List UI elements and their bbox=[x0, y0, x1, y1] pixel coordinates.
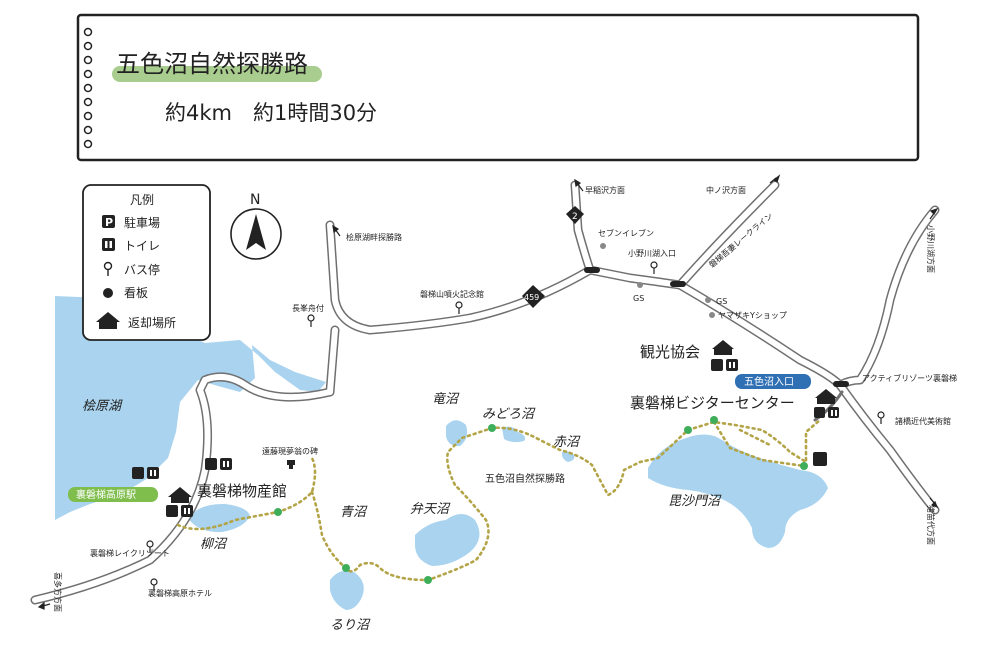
label-activity-resorts: アクティブリゾーツ裏磐梯 bbox=[862, 373, 957, 383]
bussan-kan-return-icon bbox=[168, 487, 192, 503]
goshikinuma-iriguchi-badge bbox=[735, 374, 811, 389]
label-trail-name: 五色沼自然探勝路 bbox=[485, 472, 565, 485]
map-title: 五色沼自然探勝路 bbox=[116, 50, 308, 78]
label-benten-numa: 弁天沼 bbox=[410, 502, 451, 517]
label-to-hayaise: 早稲沢方面 bbox=[585, 185, 625, 195]
pond-ruri-numa bbox=[330, 570, 364, 610]
legend: 凡例 P 駐車場 トイレ バス停 看板 返却場所 bbox=[82, 184, 211, 341]
label-morohashi-museum: 諸橋近代美術館 bbox=[895, 416, 951, 426]
pond-midoro-numa bbox=[502, 426, 526, 443]
label-yanagi-numa: 柳沼 bbox=[200, 537, 228, 552]
parking-icon-glyph: P bbox=[105, 216, 113, 229]
trail-path bbox=[176, 418, 822, 582]
signboard-icon bbox=[103, 288, 113, 298]
parking-icon bbox=[102, 215, 115, 228]
visitor-center-facilities bbox=[814, 407, 839, 418]
parking-toilet-icons bbox=[132, 458, 232, 517]
monument-icon bbox=[287, 460, 295, 469]
label-onogawako-iriguchi: 小野川湖入口 bbox=[628, 249, 676, 258]
signboard-icon bbox=[274, 416, 808, 584]
pond-yanagi-numa bbox=[188, 503, 250, 533]
label-bishamon-numa: 毘沙門沼 bbox=[668, 494, 722, 509]
parking-icon bbox=[813, 452, 827, 466]
traffic-light-icon bbox=[584, 267, 849, 387]
label-to-inawashiro: 猪苗代方面 bbox=[926, 505, 936, 545]
distance-time: 約4km 約1時間30分 bbox=[165, 101, 377, 125]
visitor-center-return-icon bbox=[815, 389, 837, 404]
legend-label-parking: 駐車場 bbox=[124, 215, 160, 230]
poi-dot bbox=[600, 243, 715, 318]
label-kogen-eki: 裏磐梯高原駅 bbox=[76, 488, 136, 501]
label-bussan-kan: 裏磐梯物産館 bbox=[197, 482, 287, 500]
label-hibarako-road: 桧原湖畔探勝路 bbox=[346, 232, 402, 242]
label-goshikinuma-iriguchi: 五色沼入口 bbox=[744, 375, 794, 388]
legend-label-signboard: 看板 bbox=[124, 286, 148, 300]
label-kogen-hotel: 裏磐梯高原ホテル bbox=[148, 588, 212, 598]
label-eruption-museum: 磐梯山噴火記念館 bbox=[420, 289, 484, 299]
lake-hibarako bbox=[55, 296, 326, 520]
pond-tatsu-numa bbox=[446, 420, 468, 447]
label-gs-1: GS bbox=[633, 294, 644, 303]
compass-north: N bbox=[250, 192, 260, 208]
label-monument: 遠藤現夢翁の碑 bbox=[262, 446, 318, 456]
legend-label-bus-stop: バス停 bbox=[124, 262, 160, 277]
label-seven-eleven: セブンイレブン bbox=[598, 228, 654, 238]
tourist-association-facilities bbox=[711, 359, 738, 371]
label-aka-numa: 赤沼 bbox=[553, 435, 581, 450]
kogen-eki-badge bbox=[68, 487, 158, 502]
trail-branch bbox=[712, 420, 806, 468]
label-nagamine: 長峯舟付 bbox=[292, 303, 324, 313]
legend-label-toilet: トイレ bbox=[124, 239, 160, 253]
label-hibarako: 桧原湖 bbox=[82, 399, 123, 414]
route-2-shield bbox=[566, 206, 584, 224]
route-459-number: 459 bbox=[524, 293, 539, 302]
legend-heading: 凡例 bbox=[130, 193, 154, 207]
pond-bishamon-numa bbox=[648, 434, 828, 548]
label-visitor-center: 裏磐梯ビジターセンター bbox=[630, 394, 795, 412]
route-2-number: 2 bbox=[572, 212, 578, 222]
title-card bbox=[76, 13, 920, 162]
toilet-icon bbox=[102, 238, 115, 251]
direction-arrow-icon bbox=[37, 174, 939, 610]
label-gs-2: GS bbox=[716, 297, 727, 306]
compass-icon bbox=[230, 208, 282, 260]
legend-label-return-point: 返却場所 bbox=[128, 316, 176, 330]
return-point-icon bbox=[96, 312, 120, 329]
route-459-shield bbox=[522, 285, 545, 308]
label-to-kitakata: 喜多方方面 bbox=[53, 572, 63, 612]
bus-stop-icon bbox=[146, 261, 885, 591]
label-tatsu-numa: 竜沼 bbox=[432, 392, 460, 407]
label-ruri-numa: るり沼 bbox=[330, 618, 371, 633]
bus-stop-icon bbox=[103, 261, 113, 276]
label-lake-resort: 裏磐梯レイクリゾート bbox=[90, 548, 170, 558]
pond-benten-numa bbox=[415, 514, 480, 566]
title-highlight bbox=[112, 66, 322, 82]
label-tourist-association: 観光協会 bbox=[640, 343, 700, 361]
label-yamazaki: ヤマザキYショップ bbox=[718, 311, 787, 320]
label-to-nakanosawa: 中ノ沢方面 bbox=[706, 185, 746, 195]
label-to-onogawako: 小野川湖方面 bbox=[926, 225, 936, 273]
label-midoro-numa: みどろ沼 bbox=[482, 407, 536, 422]
label-ao-numa: 青沼 bbox=[340, 505, 368, 520]
tourist-association-return-icon bbox=[712, 340, 734, 355]
